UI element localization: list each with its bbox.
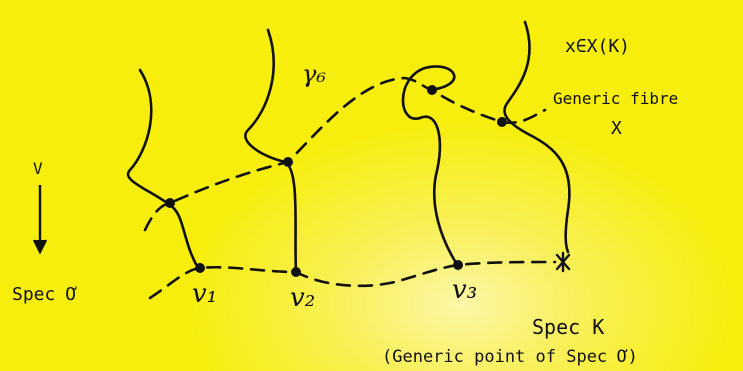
point-v1 — [195, 263, 205, 273]
v2-label: v₂ — [290, 283, 315, 313]
section-point-v2 — [283, 157, 293, 167]
fibre-over-v1 — [126, 68, 200, 270]
v-label: V — [33, 159, 43, 178]
generic-fibre-label: Generic fibre — [553, 89, 678, 108]
spec-o-label: Spec Ơ — [12, 284, 77, 305]
gamma-label: γ₆ — [302, 60, 326, 88]
section-curve-gamma — [143, 76, 547, 232]
section-point-v3 — [427, 85, 437, 95]
section-point-v1 — [165, 198, 175, 208]
v1-label: v₁ — [192, 279, 217, 309]
generic-point-label: (Generic point of Spec Ơ) — [382, 347, 638, 367]
fibre-over-v3 — [401, 65, 460, 268]
x-in-xk-label: x∈X(K) — [565, 36, 630, 57]
generic-fibre-x — [503, 20, 571, 254]
base-curve-spec-o — [148, 260, 557, 300]
projection-arrow-icon — [32, 185, 48, 255]
spec-k-label: Spec K — [532, 315, 604, 339]
fibre-over-v2 — [244, 28, 298, 274]
section-point-generic — [497, 117, 507, 127]
generic-fibre-x-label: X — [611, 118, 622, 139]
point-v2 — [291, 267, 301, 277]
generic-point-star-icon — [555, 251, 571, 273]
point-v3 — [453, 260, 463, 270]
v3-label: v₃ — [452, 275, 477, 305]
